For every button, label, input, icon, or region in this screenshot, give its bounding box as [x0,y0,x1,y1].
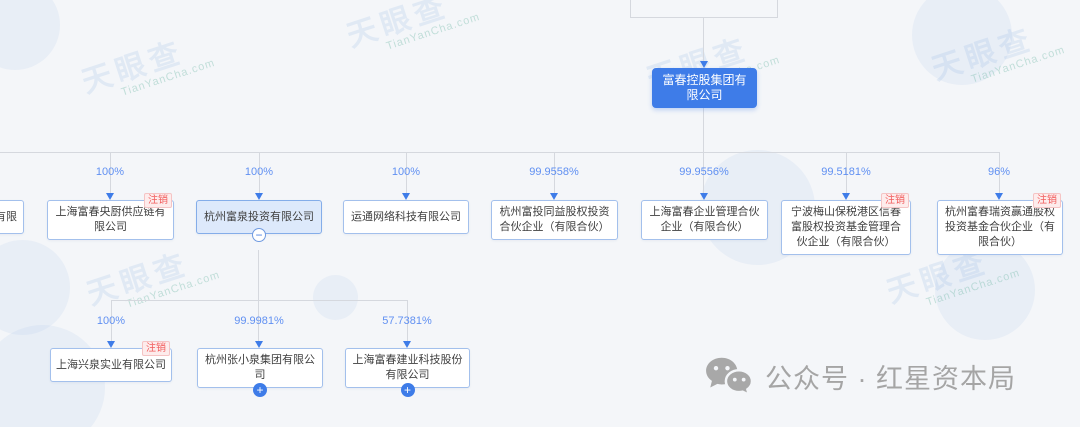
wechat-account-label: 公众号 · 红星资本局 [765,363,1016,394]
ownership-percent: 57.7381% [382,315,432,327]
company-name: 宁波梅山保税港区信春富股权投资基金管理合伙企业（有限合伙） [791,206,901,248]
watermark-logo [0,240,70,335]
company-name: 上海富春建业科技股份有限公司 [352,354,463,381]
company-name: 杭州富投同益股权投资合伙企业（有限合伙） [499,206,610,233]
company-node[interactable]: 注销 上海兴泉实业有限公司 [50,341,172,382]
company-name: 富春控股集团有限公司 [662,73,747,102]
watermark-en: TianYanCha.com [124,268,222,311]
company-node-selected[interactable]: 杭州富泉投资有限公司 − [196,200,322,242]
company-node[interactable]: 上海富春企业管理合伙企业（有限合伙） [641,200,768,240]
watermark-logo [912,0,1012,85]
watermark-logo [935,240,1035,340]
ownership-percent: 99.9558% [529,166,579,178]
connector-line [259,152,260,193]
watermark-cn: 天眼查 [77,35,189,100]
connector-line [777,0,778,17]
watermark-cn: 天眼查 [927,22,1039,87]
arrow-down-icon [700,193,708,200]
watermark-logo [0,0,60,70]
collapse-button[interactable]: − [252,228,266,242]
connector-line [630,0,631,17]
expand-button[interactable]: + [253,383,267,397]
company-node[interactable]: 注销 杭州富春瑞资赢通股权投资基金合伙企业（有限合伙） [937,193,1063,255]
connector-line [703,17,704,61]
arrow-down-icon [403,341,411,348]
arrow-down-icon [995,193,1003,200]
cancelled-badge: 注销 [142,341,170,356]
connector-line [630,17,778,18]
connector-line [407,300,408,341]
watermark-en: TianYanCha.com [969,43,1067,86]
wechat-watermark: 公众号 · 红星资本局 [704,356,1016,396]
arrow-down-icon [107,341,115,348]
arrow-down-icon [700,61,708,68]
watermark-en: TianYanCha.com [924,266,1022,309]
company-name: 有限 [0,210,17,223]
company-node[interactable]: 注销 上海富春央厨供应链有限公司 [47,193,174,240]
expand-button[interactable]: + [400,383,415,397]
company-name: 杭州张小泉集团有限公司 [205,354,315,381]
ownership-percent: 100% [244,166,274,178]
arrow-down-icon [106,193,114,200]
ownership-percent: 96% [987,166,1011,178]
company-name: 杭州富春瑞资赢通股权投资基金合伙企业（有限合伙） [945,206,1055,248]
watermark-cn: 天眼查 [342,0,454,54]
company-name: 上海富春央厨供应链有限公司 [55,206,166,233]
tianyancha-watermark: 天眼查 TianYanCha.com [925,6,1067,96]
watermark-cn: 天眼查 [82,247,194,312]
arrow-down-icon [550,193,558,200]
company-node[interactable]: 杭州富投同益股权投资合伙企业（有限合伙） [491,200,618,240]
company-node-root[interactable]: 富春控股集团有限公司 [652,68,757,108]
connector-line [111,300,112,341]
watermark-en: TianYanCha.com [119,56,217,99]
tianyancha-watermark: 天眼查 TianYanCha.com [80,231,222,321]
tianyancha-watermark: 天眼查 TianYanCha.com [340,0,482,63]
cancelled-badge: 注销 [1033,193,1061,208]
connector-line [406,152,407,193]
arrow-down-icon [402,193,410,200]
ownership-percent: 100% [95,166,125,178]
connector-line [554,152,555,193]
company-name: 运通网络科技有限公司 [351,210,461,223]
connector-line [110,152,111,193]
watermark-en: TianYanCha.com [384,10,482,53]
company-node[interactable]: 运通网络科技有限公司 [343,200,469,234]
connector-line [111,300,408,301]
arrow-down-icon [255,193,263,200]
connector-line [846,152,847,193]
watermark-logo [313,275,358,320]
ownership-percent: 99.5181% [821,166,871,178]
wechat-icon [706,357,752,396]
company-name: 上海富春企业管理合伙企业（有限合伙） [649,206,760,233]
ownership-percent: 99.9556% [679,166,729,178]
company-node[interactable]: 注销 宁波梅山保税港区信春富股权投资基金管理合伙企业（有限合伙） [781,193,911,255]
connector-line [0,152,1000,153]
ownership-percent: 99.9981% [234,315,284,327]
arrow-down-icon [842,193,850,200]
tianyancha-watermark: 天眼查 TianYanCha.com [75,19,217,109]
company-name: 杭州富泉投资有限公司 [204,210,314,223]
connector-line [258,250,259,300]
company-node[interactable]: 杭州张小泉集团有限公司 + [197,348,323,397]
ownership-percent: 100% [96,315,126,327]
cancelled-badge: 注销 [144,193,172,208]
cancelled-badge: 注销 [881,193,909,208]
ownership-percent: 100% [391,166,421,178]
connector-line [703,152,704,193]
connector-line [703,101,704,152]
company-name: 上海兴泉实业有限公司 [56,358,166,371]
company-node-partial[interactable]: 有限 [0,200,24,234]
connector-line [999,152,1000,193]
connector-line [258,300,259,341]
company-node[interactable]: 上海富春建业科技股份有限公司 + [345,348,470,397]
arrow-down-icon [255,341,263,348]
